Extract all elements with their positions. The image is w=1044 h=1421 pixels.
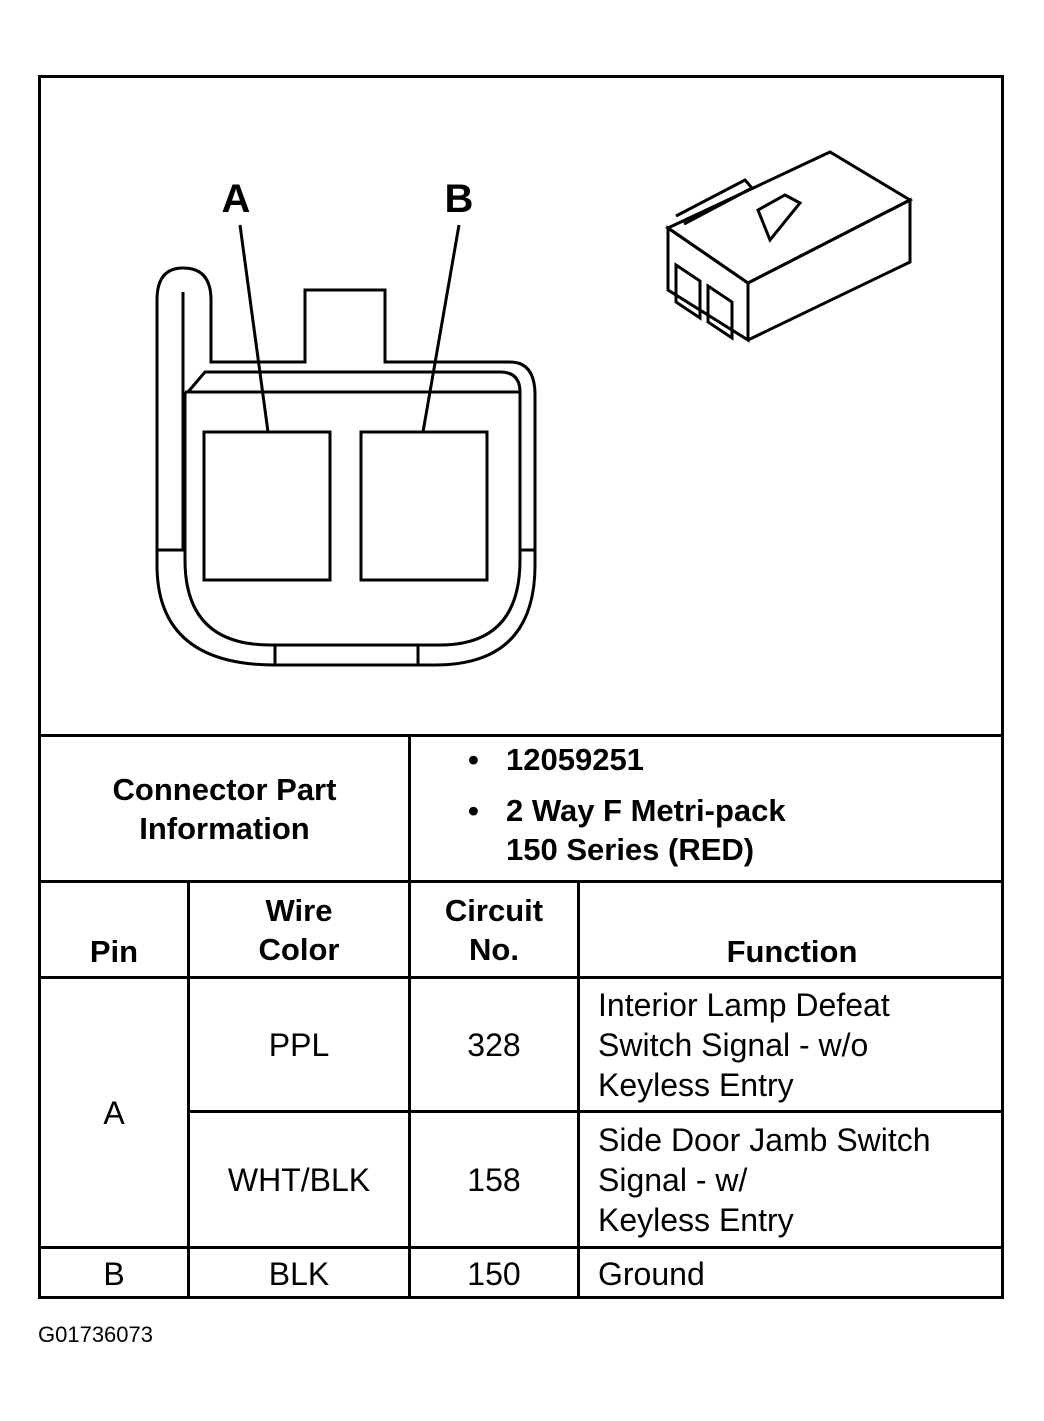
cell-circuit-no: 158 (467, 1161, 521, 1198)
terminal-cavity-a (202, 430, 332, 582)
part-number: 12059251 (506, 742, 644, 777)
leader-line-a (238, 224, 270, 433)
header-pin: Pin (89, 933, 139, 969)
connector-info-item: •12059251 (468, 742, 644, 777)
cell-wire-color: WHT/BLK (227, 1161, 371, 1198)
connector-info-list: •12059251 •2 Way F Metri-pack 150 Series… (468, 740, 786, 869)
table-header-rule (38, 976, 1004, 979)
leader-line-b (421, 224, 461, 433)
connector-info-label: Connector Part Information (112, 771, 337, 846)
table-top-rule (38, 734, 1004, 737)
connector-bottom-tab (273, 645, 420, 665)
iso-side-face (747, 197, 912, 342)
connector-info-item: •2 Way F Metri-pack 150 Series (RED) (468, 793, 786, 867)
connector-inner-rim (183, 370, 522, 647)
table-row1-rule (189, 1110, 1004, 1113)
pin-label-b: B (445, 177, 474, 221)
cell-wire-color: BLK (268, 1256, 330, 1292)
terminal-cavity-b (359, 430, 489, 582)
cell-wire-color: PPL (268, 1026, 330, 1063)
table-col3-divider (577, 880, 580, 1299)
table-row2-rule (38, 1246, 1004, 1249)
cell-pin-b: B (103, 1256, 125, 1292)
table-info-rule (38, 880, 1004, 883)
cell-function: Ground (598, 1256, 705, 1292)
connector-outer-body (155, 266, 537, 667)
cell-circuit-no: 328 (467, 1026, 521, 1063)
header-function: Function (726, 933, 858, 969)
iso-cavity-1 (674, 262, 702, 321)
header-wire-color: Wire Color (258, 892, 340, 967)
cell-function: Side Door Jamb Switch Signal - w/ Keyles… (598, 1121, 931, 1238)
figure-code: G01736073 (38, 1322, 153, 1347)
connector-face-view (155, 224, 537, 667)
table-col2-divider (408, 880, 411, 1299)
diagram-frame (38, 75, 1004, 1299)
cell-pin-a: A (103, 1094, 125, 1131)
iso-lock-ramp (756, 193, 803, 243)
cell-function: Interior Lamp Defeat Switch Signal - w/o… (598, 986, 890, 1103)
header-circuit-no: Circuit No. (444, 892, 544, 967)
connector-isometric-view (664, 150, 914, 343)
connector-type: 2 Way F Metri-pack 150 Series (RED) (506, 793, 786, 867)
pin-label-a: A (222, 177, 251, 221)
table-info-divider (408, 734, 411, 882)
table-col1-divider (187, 880, 190, 1299)
iso-cavity-2 (706, 283, 734, 341)
iso-latch-rail (675, 178, 755, 226)
cell-circuit-no: 150 (467, 1256, 521, 1292)
connector-diagram: A B (155, 150, 914, 667)
